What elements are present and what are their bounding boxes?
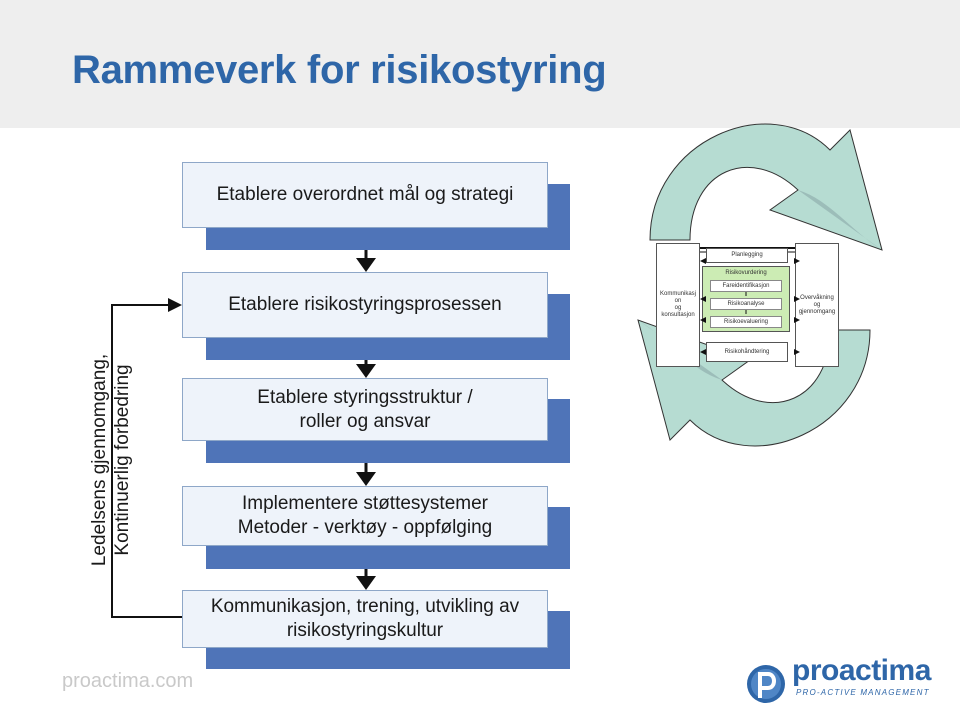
side-label-line-1: Ledelsens gjennomgang, (89, 353, 110, 567)
step-4-label: Implementere støttesystemer Metoder - ve… (237, 493, 493, 538)
process-planning: Planlegging (706, 248, 788, 263)
process-risk-treatment: Risikohåndtering (706, 342, 788, 362)
process-communication: Kommunikasj on og konsultasjon (656, 243, 700, 367)
page-title: Rammeverk for risikostyring (72, 48, 607, 92)
step-1-label: Etablere overordnet mål og strategi (216, 184, 514, 205)
proactima-logo-icon (747, 665, 785, 703)
process-monitoring: Overvåkning og gjennomgang (795, 243, 839, 367)
header-band (0, 0, 960, 128)
step-2-label: Etablere risikostyringsprosessen (228, 294, 502, 315)
process-risk-assessment-label: Risikovurdering (725, 269, 767, 276)
step-3-label: Etablere styringsstruktur / roller og an… (257, 386, 473, 432)
step-3-box[interactable]: Etablere styringsstruktur / roller og an… (182, 378, 548, 441)
logo-name: proactima (792, 654, 931, 687)
process-hazard-identification: Fareidentifikasjon (710, 280, 782, 292)
side-label-line-2: Kontinuerlig forbedring (112, 364, 133, 556)
step-4-box[interactable]: Implementere støttesystemer Metoder - ve… (182, 486, 548, 546)
step-1-box[interactable]: Etablere overordnet mål og strategi (182, 162, 548, 228)
side-label: Ledelsens gjennomgang, Kontinuerlig forb… (88, 330, 134, 590)
step-2-box[interactable]: Etablere risikostyringsprosessen (182, 272, 548, 338)
process-risk-analysis: Risikoanalyse (710, 298, 782, 310)
logo-tagline: PRO-ACTIVE MANAGEMENT (796, 688, 930, 697)
process-arrows (700, 258, 800, 355)
step-5-box[interactable]: Kommunikasjon, trening, utvikling av ris… (182, 590, 548, 648)
cycle-arrow-top (649, 123, 883, 251)
process-risk-evaluation: Risikoevaluering (710, 316, 782, 328)
step-5-label: Kommunikasjon, trening, utvikling av ris… (210, 596, 520, 641)
footer-site: proactima.com (62, 670, 194, 692)
